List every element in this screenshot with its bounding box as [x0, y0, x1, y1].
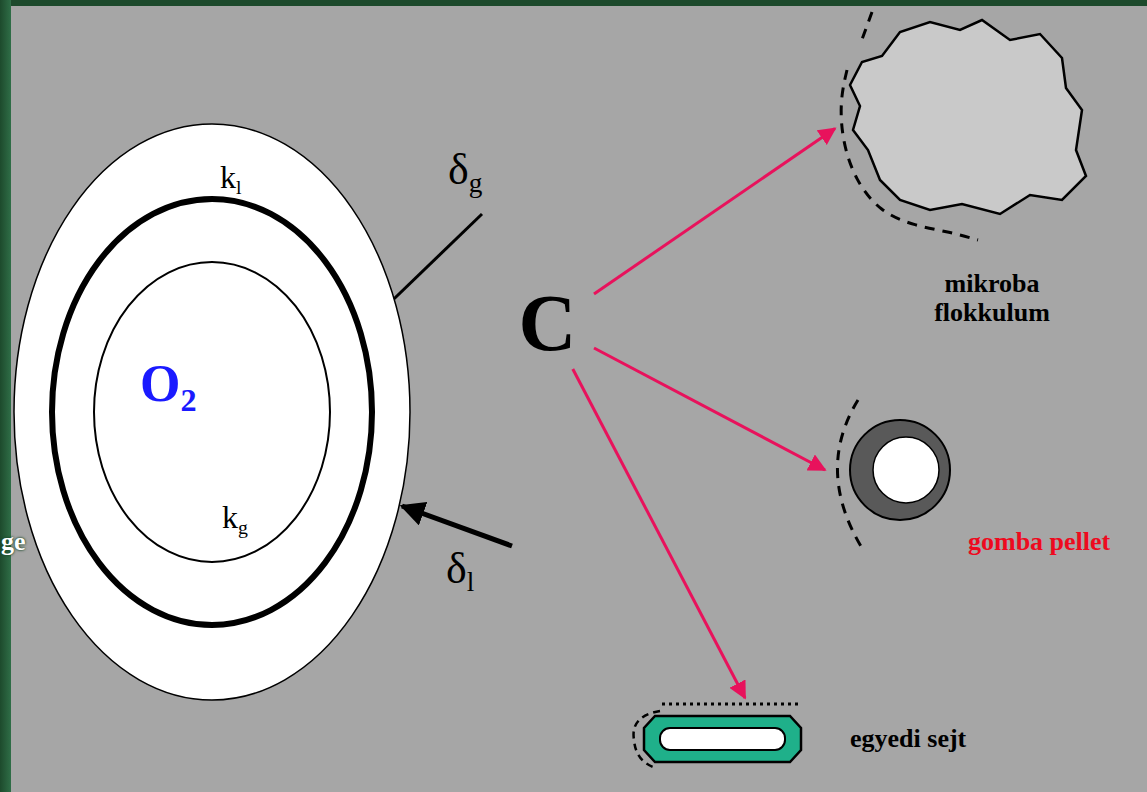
interface [52, 199, 372, 625]
thickness-label: δl [446, 545, 474, 593]
pellet-shape: gomba pellet [825, 395, 1143, 570]
cell-wall [644, 716, 801, 762]
pellet-label: gomba pellet [968, 528, 1110, 557]
coefficient-label: kg [222, 500, 248, 535]
boundary-layer [841, 70, 978, 240]
leader-arrow [402, 506, 512, 546]
gas-film [94, 262, 330, 562]
left-strip [0, 0, 11, 792]
coefficient-label: kl [220, 160, 242, 195]
boundary-layer [662, 703, 800, 706]
gas-bubble-outline [12, 122, 412, 702]
flow-arrow [594, 128, 835, 293]
top-strip [0, 0, 1147, 6]
pellet-core [873, 437, 939, 503]
boundary-layer [860, 12, 872, 45]
cell-interior [660, 728, 785, 750]
cell-shape: egyedi sejt [628, 698, 993, 770]
flow-arrow [594, 348, 825, 470]
floc-shape: mikroba flokkulum [835, 8, 1097, 331]
substrate-label: C [505, 280, 590, 365]
cut-text: ge [1, 528, 26, 557]
cell-label: egyedi sejt [850, 725, 966, 754]
thickness-label: δg [448, 146, 482, 194]
floc-outline [850, 20, 1086, 214]
pellet-shell [850, 420, 950, 520]
flow-arrow [573, 369, 745, 698]
gas-label: O2 [140, 355, 197, 412]
liquid-film [14, 124, 410, 700]
floc-label: mikroba flokkulum [907, 270, 1077, 327]
gas-bubble: klO2 kg [12, 122, 412, 702]
substrate-symbol: C [505, 280, 594, 369]
